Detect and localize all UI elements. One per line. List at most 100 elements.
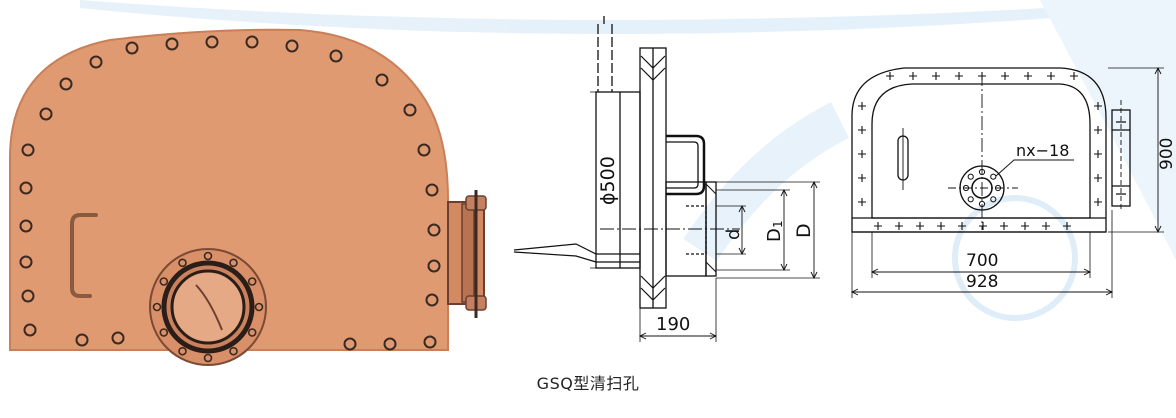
bolt-mark bbox=[1094, 174, 1102, 182]
port-bolt bbox=[203, 353, 213, 363]
bolt-mark bbox=[937, 222, 945, 230]
flange-hole bbox=[978, 200, 986, 208]
d1-subscript: 1 bbox=[771, 220, 785, 228]
door-bolt bbox=[383, 337, 397, 351]
bolt-mark bbox=[858, 198, 866, 206]
door-bolt bbox=[423, 335, 437, 349]
bolt-mark bbox=[978, 72, 986, 80]
door-bolt bbox=[375, 73, 389, 87]
door-bolt bbox=[425, 293, 439, 307]
bolt-mark bbox=[1042, 222, 1050, 230]
door-bolt bbox=[59, 77, 73, 91]
bolt-mark bbox=[1047, 72, 1055, 80]
bolt-mark bbox=[1094, 102, 1102, 110]
front-view bbox=[850, 66, 1164, 298]
door-bolt bbox=[39, 107, 53, 121]
port-bolt bbox=[247, 277, 257, 286]
port-bolts bbox=[152, 251, 264, 363]
door-handle bbox=[70, 213, 98, 298]
door-bolt bbox=[427, 223, 441, 237]
port-bolt bbox=[229, 258, 238, 268]
door-bolt bbox=[19, 181, 33, 195]
port-bolt bbox=[229, 346, 238, 356]
door-bolt bbox=[285, 39, 299, 53]
door-bolt bbox=[245, 35, 259, 49]
port-bolt bbox=[178, 258, 187, 268]
port-bolt bbox=[178, 346, 187, 356]
door-illustration bbox=[9, 28, 487, 366]
bolt-mark bbox=[979, 222, 987, 230]
door-bolt bbox=[425, 183, 439, 197]
bolt-mark bbox=[1063, 222, 1071, 230]
port-bolt bbox=[159, 328, 169, 337]
bolt-mark bbox=[858, 126, 866, 134]
flange-hole bbox=[962, 184, 970, 192]
port-bolt bbox=[203, 251, 213, 261]
figure-caption: GSQ型清扫孔 bbox=[536, 374, 640, 393]
door-bolt bbox=[417, 143, 431, 157]
door-bolt bbox=[403, 103, 417, 117]
door-bolts bbox=[19, 35, 441, 351]
bolt-mark bbox=[1000, 222, 1008, 230]
flange-hole bbox=[990, 173, 997, 180]
diameter-label: ϕ500 bbox=[597, 156, 619, 205]
door-bolt bbox=[205, 35, 219, 49]
flange-hole bbox=[978, 168, 986, 176]
port-bolt bbox=[159, 277, 169, 286]
bolt-mark bbox=[1094, 150, 1102, 158]
d-outer-label: D bbox=[793, 223, 815, 238]
bolt-mark bbox=[932, 72, 940, 80]
bolt-mark bbox=[858, 102, 866, 110]
door-bolt bbox=[125, 41, 139, 55]
door-bolt bbox=[427, 259, 441, 273]
door-bolt bbox=[89, 55, 103, 69]
bolt-mark bbox=[1094, 126, 1102, 134]
door-bolt bbox=[19, 219, 33, 233]
side-section-view bbox=[513, 16, 820, 342]
bolt-mark bbox=[909, 72, 917, 80]
door-bolt bbox=[19, 255, 33, 269]
flange-hole bbox=[967, 173, 974, 180]
bolt-mark bbox=[916, 222, 924, 230]
door-body bbox=[9, 28, 449, 351]
door-bolt bbox=[23, 323, 37, 337]
bolt-mark bbox=[1094, 198, 1102, 206]
flange-hole bbox=[990, 196, 997, 203]
port-bolt bbox=[247, 328, 257, 337]
side-view-labels: ϕ500 d D 1 D 190 bbox=[597, 156, 815, 335]
port-bolt bbox=[254, 302, 264, 312]
d-label: d bbox=[723, 229, 744, 240]
d1-label: D bbox=[764, 228, 785, 242]
flange-hole bbox=[994, 184, 1002, 192]
door-bolt bbox=[343, 337, 357, 351]
port-bolt bbox=[152, 302, 162, 312]
bolt-mark bbox=[1021, 222, 1029, 230]
inspection-port bbox=[149, 248, 267, 366]
inner-width-700-label: 700 bbox=[966, 251, 998, 271]
bolt-mark bbox=[858, 150, 866, 158]
bolt-mark bbox=[1070, 72, 1078, 80]
flange-hatching bbox=[640, 55, 666, 301]
front-bolt-marks bbox=[858, 72, 1102, 230]
flange-holes bbox=[962, 168, 1002, 208]
bolt-mark bbox=[886, 72, 894, 80]
door-bolt bbox=[21, 143, 35, 157]
bolt-mark bbox=[1024, 72, 1032, 80]
bolt-mark bbox=[955, 72, 963, 80]
bolt-mark bbox=[958, 222, 966, 230]
bolt-mark bbox=[874, 222, 882, 230]
hole-label: nx−18 bbox=[1016, 141, 1069, 160]
door-bolt bbox=[111, 331, 125, 345]
outer-width-928-label: 928 bbox=[966, 272, 998, 292]
height-900-label: 900 bbox=[1157, 138, 1176, 170]
door-bolt bbox=[75, 333, 89, 347]
bolt-mark bbox=[858, 174, 866, 182]
door-bolt bbox=[21, 289, 35, 303]
bolt-mark bbox=[1001, 72, 1009, 80]
front-view-labels: nx−18 900 700 928 bbox=[966, 138, 1176, 292]
door-bolt bbox=[165, 37, 179, 51]
door-hinge bbox=[447, 190, 487, 318]
bolt-mark bbox=[895, 222, 903, 230]
